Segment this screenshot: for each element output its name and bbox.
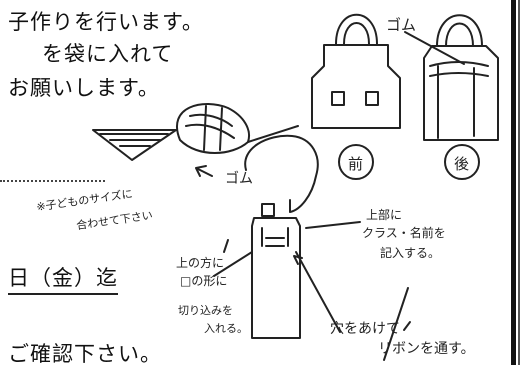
page-border-right-inner: [518, 0, 520, 365]
text-line-3: お願いします。: [8, 76, 160, 100]
upper-note-2: クラス・名前を: [362, 226, 446, 240]
text-line-2: を袋に入れて: [42, 42, 174, 66]
ribbon-note-2: リボンを通す。: [378, 341, 475, 357]
upper-note-3: 記入する。: [380, 246, 441, 260]
back-bag-drawing: [423, 14, 499, 141]
round-bag-drawing: [176, 102, 299, 154]
text-line-bottom: ご確認下さい。: [8, 342, 162, 366]
back-label: 後: [454, 155, 470, 173]
front-bag-drawing: [311, 13, 401, 129]
ribbon-note-1: 穴をあけて: [330, 321, 400, 337]
cone-bag-drawing: [92, 129, 177, 161]
front-label: 前: [348, 155, 364, 173]
cut-note-4: 入れる。: [204, 322, 248, 335]
upper-note-1: 上部に: [366, 208, 403, 222]
deadline-date: 日（金）迄: [8, 262, 118, 295]
rubber-label-top: ゴム: [386, 16, 417, 34]
cut-note-2: □の形に: [180, 274, 228, 288]
bottle-bag-drawing: [244, 134, 319, 339]
cut-note-1: 上の方に: [176, 256, 225, 270]
dotted-separator: [0, 180, 105, 182]
text-line-1: 子作りを行います。: [8, 10, 204, 34]
cut-note-3: 切り込みを: [178, 304, 233, 317]
rubber-label-middle: ゴム: [225, 171, 253, 187]
page-border-right: [511, 0, 516, 365]
